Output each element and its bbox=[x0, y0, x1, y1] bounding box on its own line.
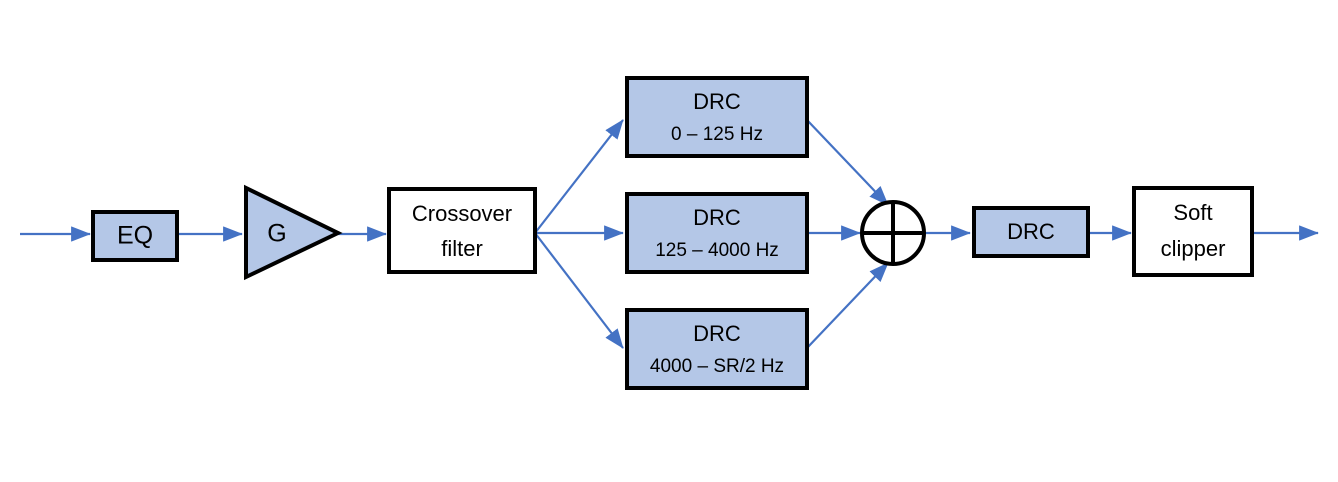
block-crossover-filter-shape bbox=[387, 187, 537, 274]
wire-crossover-to-drc-high bbox=[534, 232, 624, 349]
block-soft-clipper-shape bbox=[1132, 186, 1254, 277]
wire-layer bbox=[20, 119, 1319, 349]
block-soft-clipper-label-line2: clipper bbox=[1161, 236, 1226, 261]
block-gain-shape bbox=[244, 184, 343, 281]
block-drc-high-shape bbox=[625, 308, 809, 390]
block-eq-shape bbox=[91, 210, 179, 262]
block-soft-clipper-label-line1: Soft bbox=[1173, 200, 1212, 225]
block-drc-mid-label-line1: DRC bbox=[693, 205, 741, 230]
block-drc-high-label-line2: 4000 – SR/2 Hz bbox=[650, 356, 784, 377]
block-drc-master-label: DRC bbox=[1007, 219, 1055, 244]
block-eq-label: EQ bbox=[117, 222, 153, 250]
block-drc-mid-label-line2: 125 – 4000 Hz bbox=[655, 240, 779, 261]
wire-drc-high-to-summer bbox=[806, 262, 889, 349]
block-gain-label: G bbox=[267, 220, 286, 248]
block-drc-low-label-line2: 0 – 125 Hz bbox=[671, 124, 763, 145]
block-soft-clipper[interactable]: Soft clipper bbox=[1132, 186, 1254, 277]
block-drc-low-label-line1: DRC bbox=[693, 89, 741, 114]
block-drc-high[interactable]: DRC 4000 – SR/2 Hz bbox=[625, 308, 809, 390]
wire-drc-low-to-summer bbox=[806, 119, 889, 206]
wire-crossover-to-drc-low bbox=[534, 119, 624, 234]
block-drc-high-label-line1: DRC bbox=[693, 321, 741, 346]
block-crossover-filter[interactable]: Crossover filter bbox=[387, 187, 537, 274]
block-drc-master-shape bbox=[972, 206, 1090, 258]
block-crossover-filter-label-line2: filter bbox=[441, 236, 483, 261]
block-drc-master[interactable]: DRC bbox=[972, 206, 1090, 258]
block-drc-mid[interactable]: DRC 125 – 4000 Hz bbox=[625, 192, 809, 274]
block-drc-mid-shape bbox=[625, 192, 809, 274]
block-drc-low-shape bbox=[625, 76, 809, 158]
block-eq[interactable]: EQ bbox=[91, 210, 179, 262]
block-drc-low[interactable]: DRC 0 – 125 Hz bbox=[625, 76, 809, 158]
block-summing-node[interactable] bbox=[860, 200, 926, 266]
block-gain[interactable]: G bbox=[244, 184, 343, 281]
block-crossover-filter-label-line1: Crossover bbox=[412, 201, 512, 226]
